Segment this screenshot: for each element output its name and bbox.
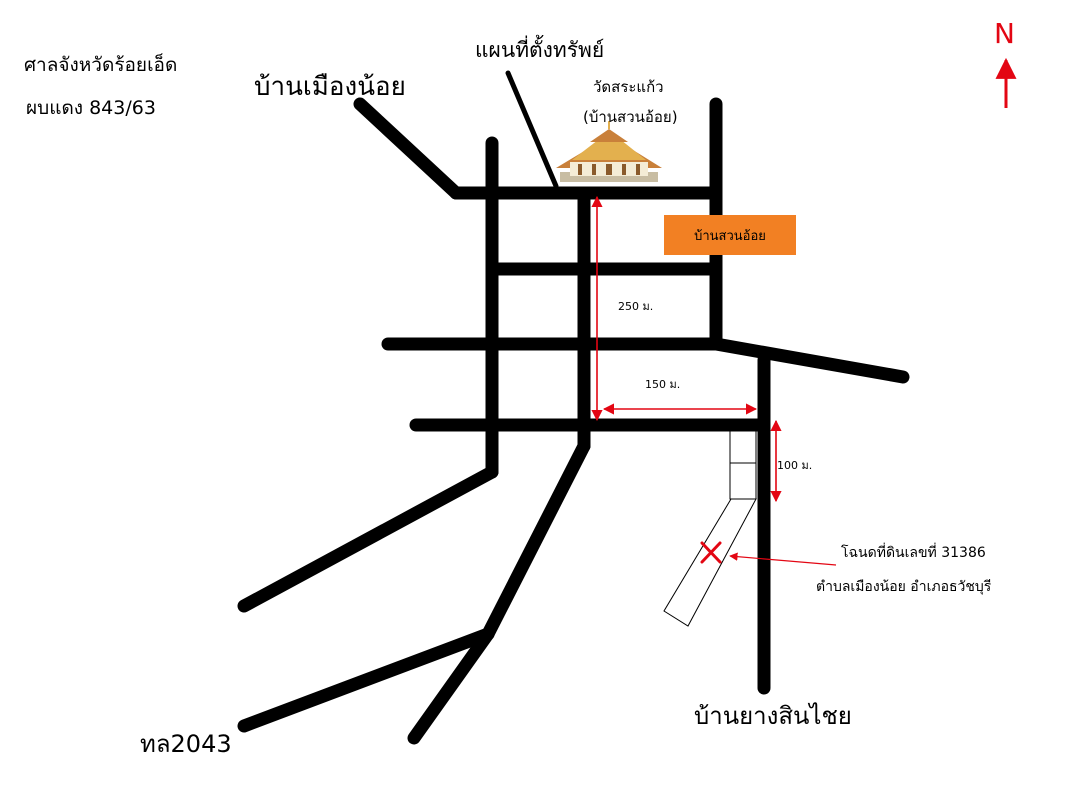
plot-marker-x-icon	[700, 541, 722, 564]
distance-250-label: 250 ม.	[618, 300, 654, 313]
road-network	[237, 97, 910, 745]
village-box-label: บ้านสวนอ้อย	[694, 228, 766, 244]
temple-name: วัดสระแก้ว	[593, 78, 664, 96]
road	[709, 337, 910, 384]
road	[481, 439, 591, 641]
court-name: ศาลจังหวัดร้อยเอ็ด	[24, 54, 178, 76]
land-plot	[663, 429, 757, 627]
village-label-top: บ้านเมืองน้อย	[254, 72, 406, 102]
highway-label: ทล2043	[140, 730, 232, 758]
village-label-bottom: บ้านยางสินไชย	[694, 702, 852, 730]
deed-location: ตำบลเมืองน้อย อำเภอธวัชบุรี	[816, 579, 992, 595]
temple-icon	[556, 121, 662, 182]
road	[237, 627, 495, 733]
village-box: บ้านสวนอ้อย	[664, 215, 796, 255]
north-label: N	[994, 17, 1015, 50]
map-title-leader	[505, 70, 559, 189]
deed-number: โฉนดที่ดินเลขที่ 31386	[841, 545, 986, 561]
distance-150-label: 150 ม.	[645, 378, 681, 391]
road	[237, 465, 499, 613]
temple-subname: (บ้านสวนอ้อย)	[583, 108, 678, 126]
case-number: ผบแดง 843/63	[26, 97, 156, 119]
deed-leader	[729, 552, 837, 566]
distance-100-label: 100 ม.	[777, 459, 813, 472]
road	[353, 97, 463, 200]
map-title: แผนที่ตั้งทรัพย์	[475, 38, 605, 62]
road	[407, 627, 495, 745]
